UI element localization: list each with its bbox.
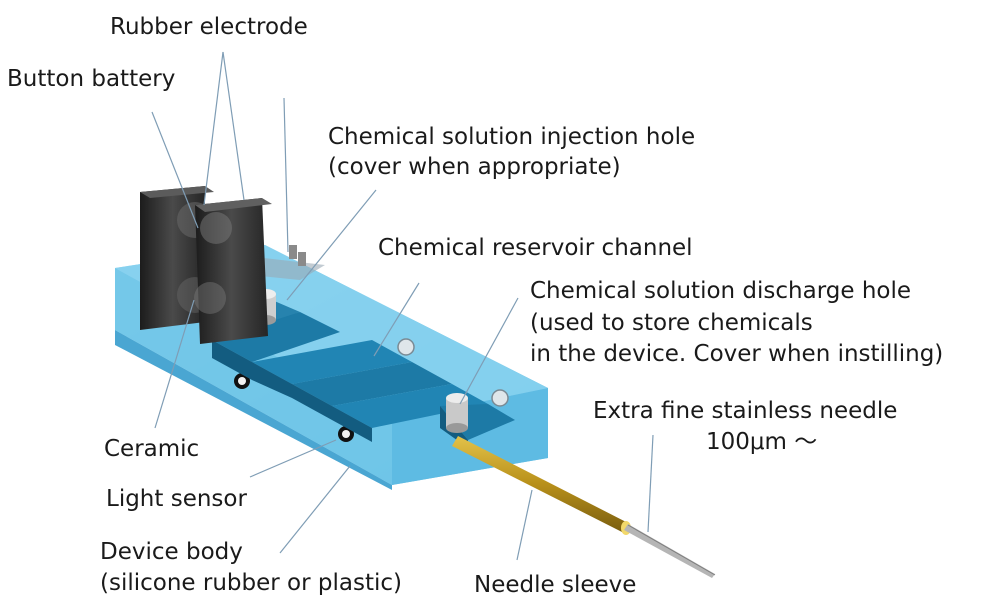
label-injection-hole-line1: Chemical solution injection hole xyxy=(328,124,696,150)
label-injection-hole-line2: (cover when appropriate) xyxy=(328,154,621,180)
leader-lines xyxy=(151,51,654,561)
rubber-electrode-block xyxy=(194,198,272,344)
leader-needle xyxy=(647,434,654,533)
leader-reservoir xyxy=(373,282,420,357)
leader-electrode-pin xyxy=(283,97,289,253)
leader-injection-hole xyxy=(286,189,377,301)
label-reservoir-channel: Chemical reservoir channel xyxy=(378,235,693,261)
label-needle-line1: Extra fine stainless needle xyxy=(593,398,898,424)
label-discharge-hole-line3: in the device. Cover when instilling) xyxy=(530,341,944,367)
label-discharge-hole-line1: Chemical solution discharge hole xyxy=(530,278,912,304)
leader-rubber-electrode-1 xyxy=(203,51,224,206)
stainless-needle xyxy=(624,524,716,578)
leader-device-body xyxy=(279,465,351,554)
label-needle-sleeve: Needle sleeve xyxy=(474,572,637,598)
label-ceramic: Ceramic xyxy=(104,436,200,462)
label-button-battery: Button battery xyxy=(7,66,176,92)
label-device-body-line2: (silicone rubber or plastic) xyxy=(100,570,402,596)
label-device-body-line1: Device body xyxy=(100,539,243,565)
leader-needle-sleeve xyxy=(516,489,533,561)
light-sensors xyxy=(234,338,509,442)
leader-light-sensor xyxy=(249,439,337,478)
label-needle-line2: 100μm ～ xyxy=(706,429,818,455)
label-light-sensor: Light sensor xyxy=(106,486,247,512)
label-rubber-electrode: Rubber electrode xyxy=(110,14,308,40)
discharge-hole xyxy=(446,393,468,433)
leader-ceramic xyxy=(154,299,195,429)
label-discharge-hole-line2: (used to store chemicals xyxy=(530,310,813,336)
leader-discharge-hole xyxy=(459,297,519,405)
leader-rubber-electrode-2 xyxy=(222,51,245,201)
leader-button-battery xyxy=(151,111,199,229)
